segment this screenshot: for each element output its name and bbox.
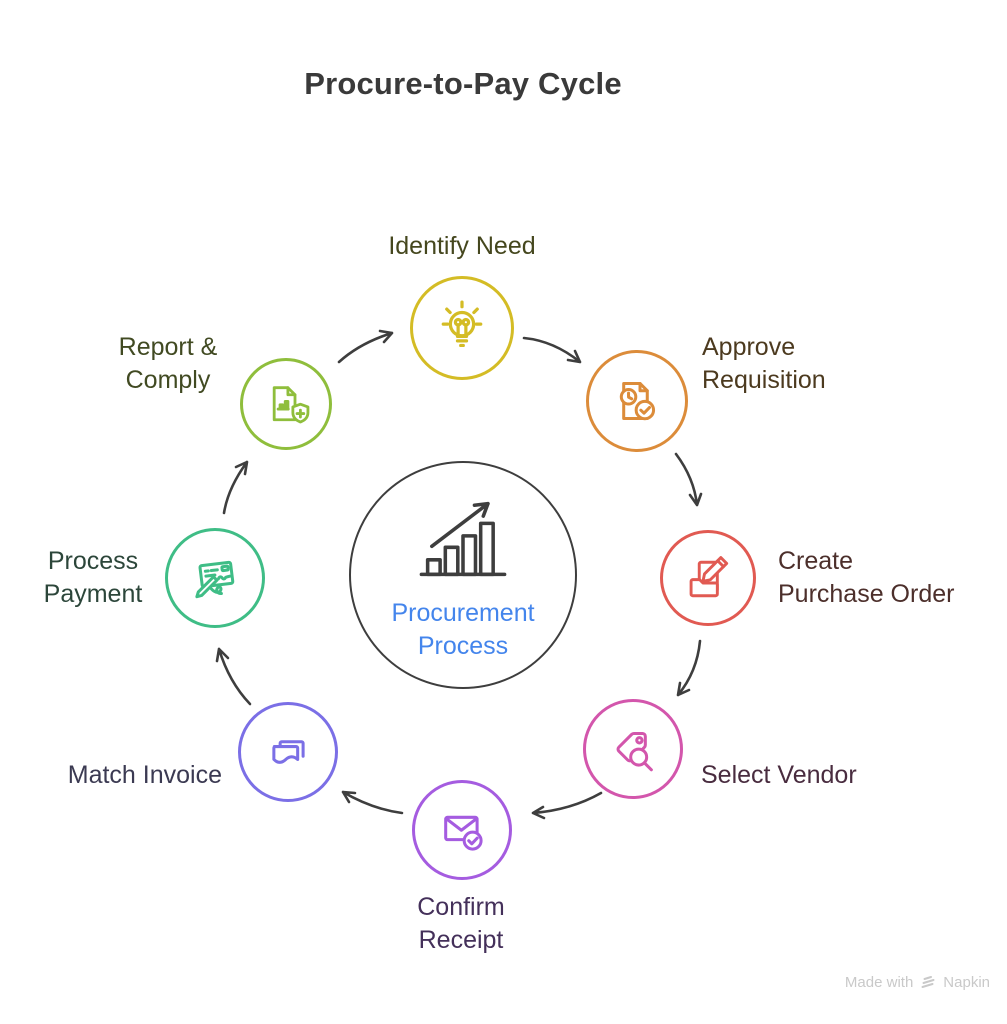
center-hub-circle: Procurement Process [349, 461, 577, 689]
step-select-vendor [583, 699, 683, 799]
arrow-create-to-select [676, 639, 702, 697]
center-hub-label: Procurement Process [391, 597, 534, 663]
folder-pencil-icon [689, 556, 729, 598]
watermark-prefix: Made with [844, 974, 914, 991]
step-label-report-comply: Report & Comply [118, 333, 218, 394]
arrow-approve-to-create [674, 452, 703, 507]
arrow-match-to-process [215, 647, 252, 706]
center-label-line2: Process [417, 632, 509, 660]
made-with-napkin-watermark: Made with Napkin [845, 974, 990, 991]
step-process-payment [165, 528, 265, 628]
step-approve-requisition [586, 350, 688, 452]
napkin-logo-icon [921, 976, 935, 988]
step-label-process-payment: Process Payment [43, 547, 143, 608]
step-label-create-purchase-order: Create Purchase Order [778, 547, 955, 608]
step-identify-need [410, 276, 514, 380]
cheque-pen-icon [195, 560, 235, 599]
stacked-receipts-icon [272, 740, 305, 764]
arrow-select-to-confirm [531, 791, 603, 820]
center-label-line1: Procurement [391, 599, 535, 627]
watermark-brand: Napkin [943, 974, 990, 991]
step-label-confirm-receipt: Confirm Receipt [417, 893, 505, 954]
arrow-report-to-identify [337, 329, 394, 364]
arrow-identify-to-approve [522, 336, 582, 364]
step-match-invoice [238, 702, 338, 802]
growth-bar-chart-icon [419, 501, 507, 577]
step-label-select-vendor: Select Vendor [701, 761, 857, 789]
step-label-identify-need: Identify Need [388, 232, 536, 260]
lightbulb-icon [441, 300, 483, 348]
report-shield-icon [272, 386, 310, 424]
envelope-check-icon [444, 815, 483, 851]
page-title: Procure-to-Pay Cycle [304, 66, 622, 101]
step-report-comply [240, 358, 332, 450]
document-clock-check-icon [619, 381, 656, 421]
arrow-process-to-report [222, 460, 249, 515]
step-label-approve-requisition: Approve Requisition [702, 333, 826, 394]
step-confirm-receipt [412, 780, 512, 880]
arrow-confirm-to-match [341, 790, 404, 815]
step-create-purchase-order [660, 530, 756, 626]
step-label-match-invoice: Match Invoice [67, 761, 222, 789]
tag-magnifier-icon [616, 732, 653, 772]
